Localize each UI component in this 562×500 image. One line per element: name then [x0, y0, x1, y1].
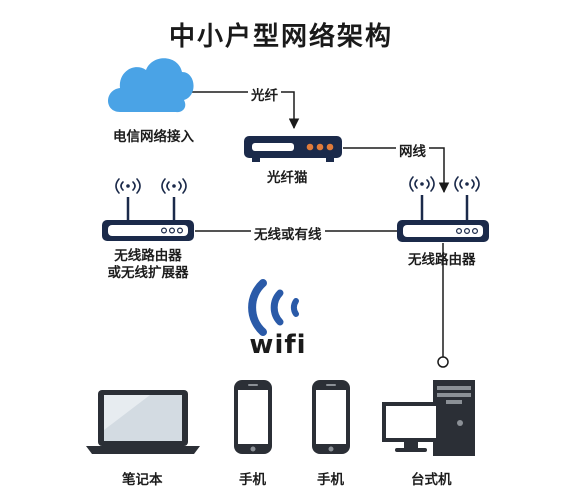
- modem-icon: [244, 136, 342, 162]
- phone2-label: 手机: [317, 472, 344, 488]
- edge-label-fiber: 光纤: [248, 84, 281, 104]
- desktop-icon: [382, 380, 475, 456]
- router-right-label: 无线路由器: [408, 252, 476, 268]
- router-left-icon: [102, 178, 194, 241]
- router-left-label: 无线路由器 或无线扩展器: [99, 248, 197, 282]
- internet-label: 电信网络接入: [113, 129, 194, 145]
- connection-fiber: [187, 91, 300, 130]
- edge-label-cable: 网线: [396, 140, 429, 160]
- desktop-label: 台式机: [411, 472, 452, 488]
- router-left-label-line2: 或无线扩展器: [107, 265, 189, 281]
- connection-cable: [343, 147, 450, 194]
- cloud-icon: [108, 58, 194, 113]
- phone1-label: 手机: [239, 472, 266, 488]
- laptop-icon: [86, 390, 200, 454]
- router-right-icon: [397, 176, 489, 242]
- page-title: 中小户型网络架构: [168, 22, 393, 52]
- edge-label-wireless-or-wired: 无线或有线: [251, 223, 325, 243]
- connection-router-desktop: [437, 243, 449, 368]
- phone-icon: [234, 380, 272, 454]
- wifi-label: wifi: [249, 330, 307, 360]
- laptop-label: 笔记本: [122, 472, 163, 488]
- wifi-signal-icon: [248, 279, 299, 336]
- phone-icon: [312, 380, 350, 454]
- modem-label: 光纤猫: [267, 170, 308, 186]
- router-left-label-line1: 无线路由器: [114, 248, 182, 264]
